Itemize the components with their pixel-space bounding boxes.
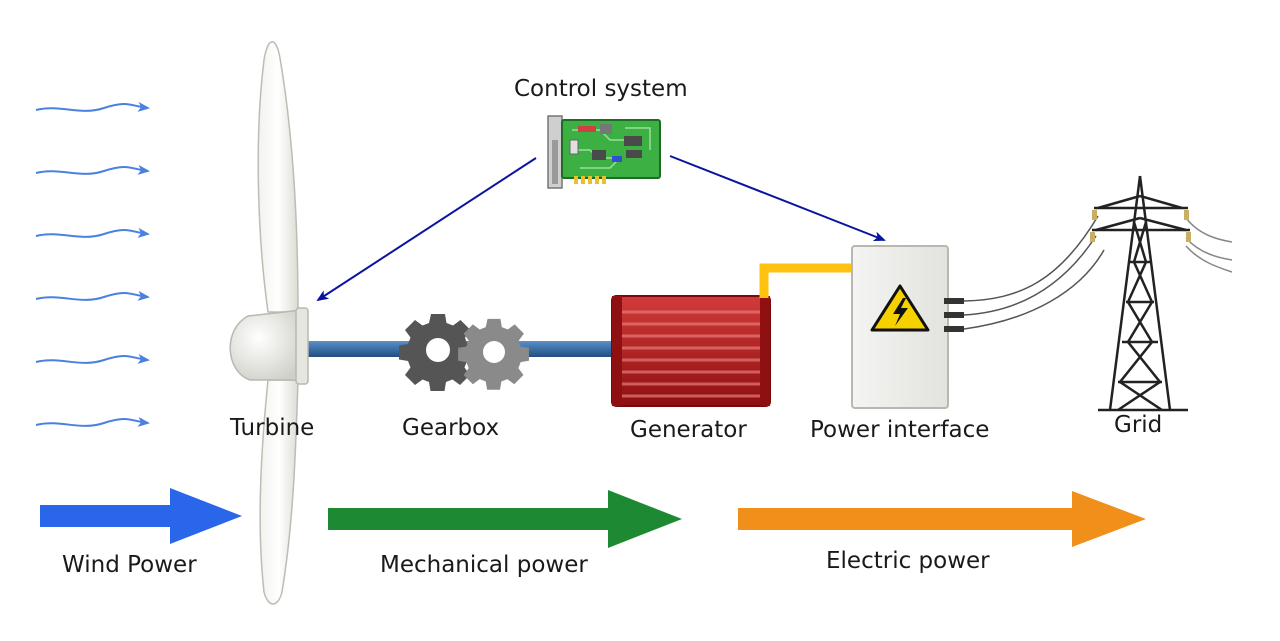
wind-lines-icon: [35, 101, 150, 427]
mechanical-power-arrow: [328, 490, 682, 548]
wind-power-arrow: [40, 488, 242, 544]
label-mechanical-power: Mechanical power: [380, 552, 588, 578]
transmission-lines: [963, 215, 1233, 330]
control-arrow-power-interface: [669, 155, 886, 242]
label-control-system: Control system: [514, 76, 688, 102]
label-gearbox: Gearbox: [402, 415, 500, 441]
control-arrow-turbine: [316, 157, 537, 302]
electrical-cabinet-icon: [851, 245, 964, 409]
label-wind-power: Wind Power: [62, 552, 197, 578]
label-grid: Grid: [1114, 412, 1163, 438]
power-cable: [759, 263, 852, 298]
turbine-icon: [229, 41, 309, 605]
label-generator: Generator: [630, 417, 747, 443]
gear-icon: [399, 314, 529, 391]
label-power-interface: Power interface: [810, 417, 990, 443]
pylon-icon: [1092, 175, 1190, 412]
electric-power-arrow: [738, 491, 1146, 547]
label-turbine: Turbine: [230, 415, 315, 441]
high-voltage-icon: [870, 284, 930, 332]
generator-icon: [611, 295, 771, 407]
circuit-board-icon: [547, 115, 661, 189]
label-electric-power: Electric power: [826, 548, 990, 574]
insulator-icons: [1090, 210, 1191, 242]
